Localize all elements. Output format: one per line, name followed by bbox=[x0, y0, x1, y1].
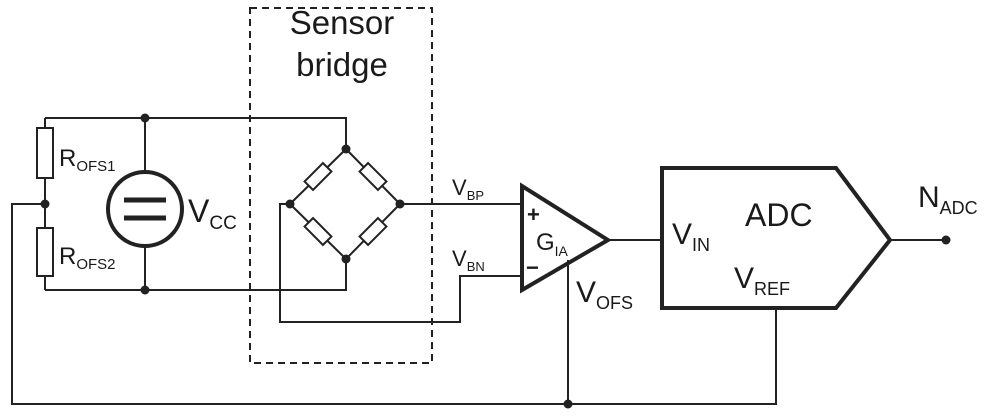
junction-dot bbox=[140, 285, 150, 295]
junction-dot bbox=[395, 199, 405, 209]
wire-vbn bbox=[279, 203, 522, 323]
junction-dot bbox=[563, 399, 573, 409]
voltage-source-icon bbox=[106, 170, 184, 248]
label-gia: GIA bbox=[536, 229, 569, 259]
junction-dot bbox=[140, 113, 150, 123]
junction-dot bbox=[40, 199, 50, 209]
label-vbp: VBP bbox=[452, 175, 484, 203]
bridge-resistor-bottom-left bbox=[303, 216, 333, 247]
label-rofs1: ROFS1 bbox=[59, 145, 116, 175]
label-vofs: VOFS bbox=[576, 276, 633, 313]
wheatstone-bridge bbox=[289, 148, 401, 260]
resistor-rofs1 bbox=[36, 127, 54, 179]
sensor-bridge-boundary bbox=[249, 7, 433, 364]
junction-dot bbox=[341, 254, 351, 264]
sensor-bridge-title-line1: Sensor bbox=[290, 4, 395, 41]
bridge-resistor-bottom-right bbox=[358, 216, 388, 247]
junction-dot bbox=[341, 144, 351, 154]
amplifier-icon bbox=[520, 182, 612, 294]
wires bbox=[11, 117, 946, 405]
label-vcc: VCC bbox=[188, 193, 237, 234]
amp-minus-sign: − bbox=[526, 255, 539, 280]
label-vbn: VBN bbox=[452, 246, 485, 274]
wire-offset-loop bbox=[11, 203, 777, 405]
junctions bbox=[40, 113, 951, 409]
label-adc: ADC bbox=[745, 197, 813, 233]
label-vin: VIN bbox=[672, 218, 710, 255]
label-nadc: NADC bbox=[918, 181, 978, 218]
amp-plus-sign: + bbox=[527, 202, 540, 227]
wire-top-rail bbox=[45, 117, 347, 149]
output-terminal-dot bbox=[941, 235, 951, 245]
junction-dot bbox=[285, 199, 295, 209]
bridge-resistor-top-right bbox=[358, 161, 388, 192]
adc-block bbox=[660, 166, 893, 310]
bridge-resistor-top-left bbox=[303, 161, 333, 192]
sensor-bridge-title-line2: bridge bbox=[296, 46, 388, 83]
resistor-rofs2 bbox=[36, 227, 54, 277]
label-vref: VREF bbox=[734, 262, 790, 299]
label-rofs2: ROFS2 bbox=[59, 243, 116, 273]
